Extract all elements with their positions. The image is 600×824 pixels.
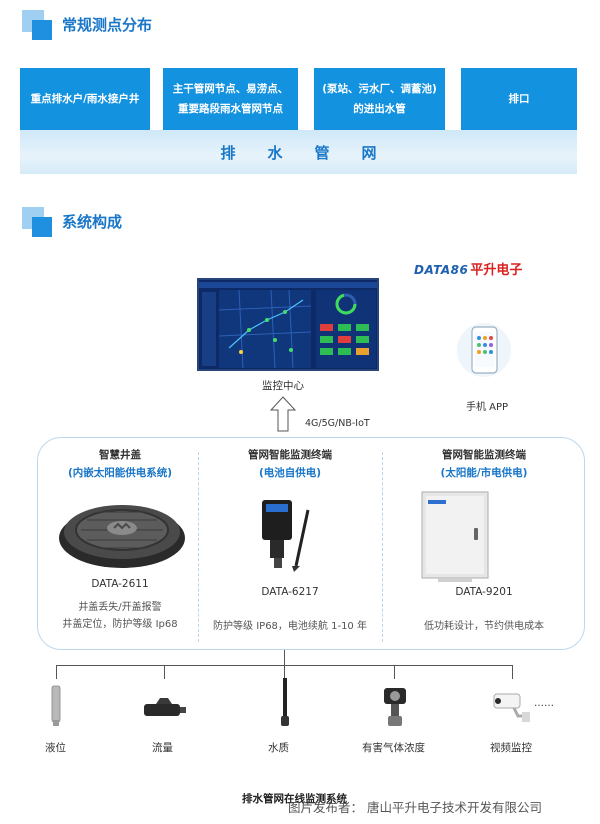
device-3-desc-line1: 低功耗设计，节约供电成本 <box>424 621 544 632</box>
level-sensor-icon <box>51 685 61 726</box>
tree-branch-line <box>56 665 57 679</box>
screen-side-panel <box>202 292 216 366</box>
point-box-outlet: 排口 <box>461 68 577 130</box>
tree-branch-line <box>284 665 285 679</box>
manhole-cover-icon <box>59 505 185 568</box>
screen-cell <box>356 348 369 355</box>
pipe-network-bar: 排水管网 <box>20 130 577 174</box>
screen-cell <box>338 348 351 355</box>
screen-cell <box>338 324 351 331</box>
point-box-pump-stations: (泵站、污水厂、调蓄池) 的进出水管 <box>314 68 445 130</box>
section-header-points: 常规测点分布 <box>22 10 322 44</box>
cabinet-terminal-icon <box>421 491 489 582</box>
water-quality-sensor-icon <box>281 678 289 726</box>
section-title-system: 系统构成 <box>62 213 123 231</box>
tree-branch-line <box>164 665 165 679</box>
phone-app-label: 手机 APP <box>466 402 509 413</box>
screen-cell <box>320 336 333 343</box>
point-box-main-pipe-nodes: 主干管网节点、易涝点、 重要路段雨水管网节点 <box>163 68 298 130</box>
screen-cell <box>356 324 369 331</box>
device-1-desc-line1: 井盖丢失/开盖报警 <box>78 602 162 613</box>
sensor-label-video: 视频监控 <box>490 742 532 754</box>
header-square-dark <box>32 217 52 237</box>
gas-detector-icon <box>384 688 406 726</box>
point-box-2-line2: 重要路段雨水管网节点 <box>178 103 283 115</box>
screen-cell <box>338 336 351 343</box>
sensor-label-level: 液位 <box>45 742 66 754</box>
tree-branch-line <box>394 665 395 679</box>
device-2-title: 管网智能监测终端 <box>248 449 332 461</box>
tree-stem-line <box>284 650 285 665</box>
device-1-desc-line2: 井盖定位，防护等级 Ip68 <box>62 619 178 630</box>
screen-map-panel <box>218 289 312 369</box>
screen-cell <box>356 336 369 343</box>
section-header-system: 系统构成 <box>22 207 322 241</box>
publisher-watermark: 图片发布者： 唐山平升电子技术开发有限公司 <box>288 800 542 815</box>
panel-divider <box>198 452 199 642</box>
brand-logo-cn: 平升电子 <box>470 263 523 278</box>
screen-cell <box>320 324 333 331</box>
device-3-subtitle: (太阳能/市电供电) <box>440 467 528 479</box>
monitor-screen-image <box>197 278 379 371</box>
point-box-3-line2: 的进出水管 <box>353 103 406 115</box>
panel-divider <box>382 452 383 642</box>
bottom-caption: 排水管网在线监测系统 <box>242 793 347 805</box>
point-box-1-label: 重点排水户/雨水接户井 <box>30 93 140 105</box>
screen-cell <box>320 348 333 355</box>
screen-title-bar <box>199 282 377 288</box>
device-1-subtitle: (内嵌太阳能供电系统) <box>67 467 173 479</box>
section-title-points: 常规测点分布 <box>62 16 153 34</box>
arrow-up-icon <box>270 396 296 432</box>
screen-donut-chart <box>335 293 357 315</box>
device-2-desc: 防护等级 IP68，电池续航 1-10 年 <box>200 618 380 635</box>
flow-sensor-icon <box>144 698 186 716</box>
device-3-title: 管网智能监测终端 <box>442 449 526 461</box>
point-box-4-label: 排口 <box>508 93 530 105</box>
device-1-model: DATA-2611 <box>91 578 149 590</box>
sensor-label-quality: 水质 <box>268 742 289 754</box>
screen-map-lines <box>218 289 312 369</box>
monitor-center-label: 监控中心 <box>262 380 304 392</box>
battery-terminal-icon <box>262 500 310 572</box>
point-box-2-line1: 主干管网节点、易涝点、 <box>172 83 289 95</box>
tree-branch-line <box>512 665 513 679</box>
video-camera-icon <box>493 693 530 722</box>
device-2-model: DATA-6217 <box>261 586 319 598</box>
sensor-label-gas: 有害气体浓度 <box>362 742 425 754</box>
screen-stats-panel <box>316 290 376 368</box>
header-square-dark <box>32 20 52 40</box>
network-label: 4G/5G/NB-IoT <box>305 418 370 429</box>
sensor-label-flow: 流量 <box>152 742 173 754</box>
device-1-title: 智慧井盖 <box>99 449 141 461</box>
device-3-desc: 低功耗设计，节约供电成本 <box>394 618 574 635</box>
device-3-model: DATA-9201 <box>455 586 513 598</box>
brand-logo-en: DATA86 <box>414 263 469 277</box>
point-box-3-line1: (泵站、污水厂、调蓄池) <box>322 83 437 95</box>
device-2-desc-line1: 防护等级 IP68，电池续航 1-10 年 <box>213 621 367 632</box>
more-dots-icon: …… <box>534 698 554 709</box>
device-2-subtitle: (电池自供电) <box>258 467 322 479</box>
point-box-drain-users: 重点排水户/雨水接户井 <box>20 68 150 130</box>
phone-icon <box>457 323 511 377</box>
device-1-desc: 井盖丢失/开盖报警 井盖定位，防护等级 Ip68 <box>40 599 200 633</box>
